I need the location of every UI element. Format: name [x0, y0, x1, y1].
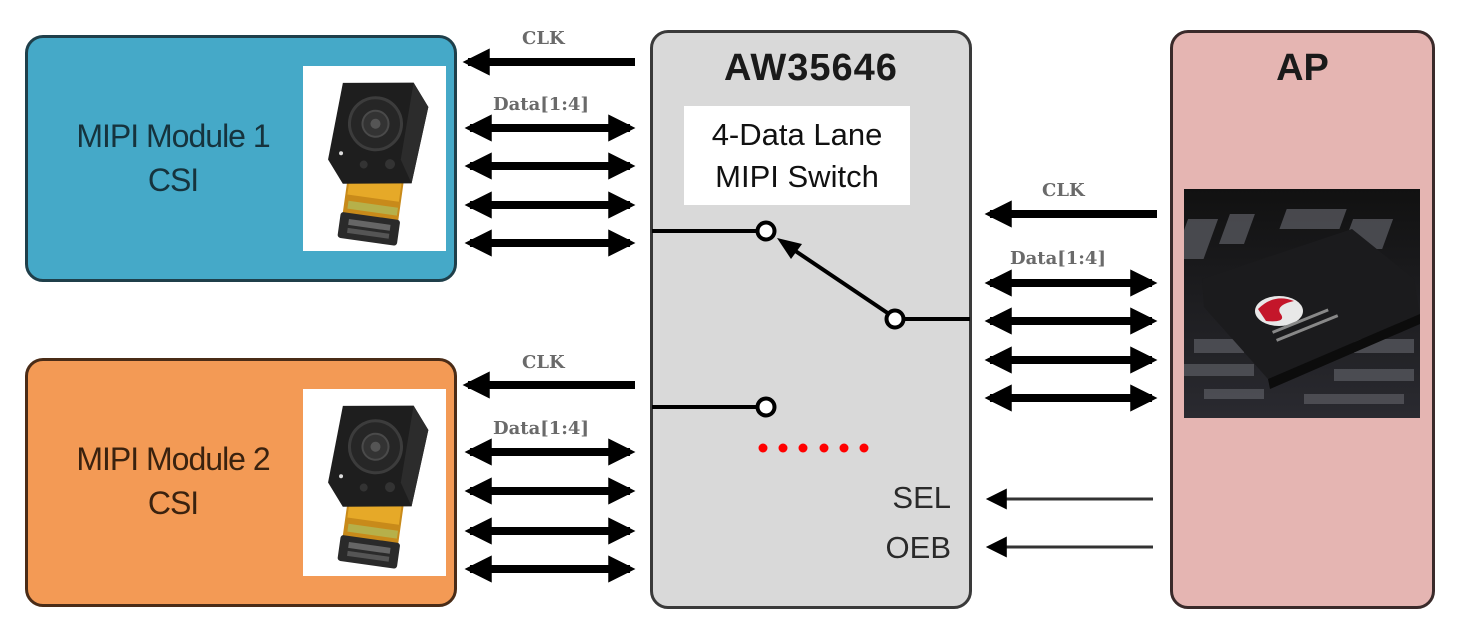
pin-sel-label: SEL — [892, 480, 951, 515]
module-1-data-label: Data[1:4] — [493, 94, 589, 115]
switch-description-line1: 4-Data Lane — [711, 117, 883, 152]
mipi-module-2: MIPI Module 2 CSI — [25, 358, 457, 607]
mipi-switch-chip: AW35646 4-Data Lane MIPI Switch SEL OEB — [650, 30, 972, 609]
module-1-title: MIPI Module 1 — [76, 118, 270, 154]
ap-clk-label: CLK — [1042, 180, 1085, 201]
ap-data-label: Data[1:4] — [1010, 248, 1106, 269]
mipi-module-1: MIPI Module 1 CSI — [25, 35, 457, 282]
switch-description: 4-Data Lane MIPI Switch — [684, 106, 910, 205]
switch-description-line2: MIPI Switch — [715, 159, 879, 194]
module-1-clk-label: CLK — [522, 28, 565, 49]
module-2-title: MIPI Module 2 — [76, 441, 270, 477]
module-1-label: MIPI Module 1 CSI — [38, 114, 308, 202]
ap-title: AP — [1276, 47, 1329, 89]
module-2-label: MIPI Module 2 CSI — [38, 437, 308, 525]
module-2-clk-label: CLK — [522, 352, 565, 373]
switch-part-number: AW35646 — [724, 47, 898, 89]
application-processor: AP — [1170, 30, 1435, 609]
module-2-data-label: Data[1:4] — [493, 418, 589, 439]
module-1-subtitle: CSI — [147, 162, 199, 198]
camera-module-icon — [303, 389, 446, 576]
camera-module-icon — [303, 66, 446, 251]
pin-oeb-label: OEB — [885, 530, 951, 565]
processor-chip-icon — [1173, 189, 1420, 418]
module-2-subtitle: CSI — [147, 485, 199, 521]
